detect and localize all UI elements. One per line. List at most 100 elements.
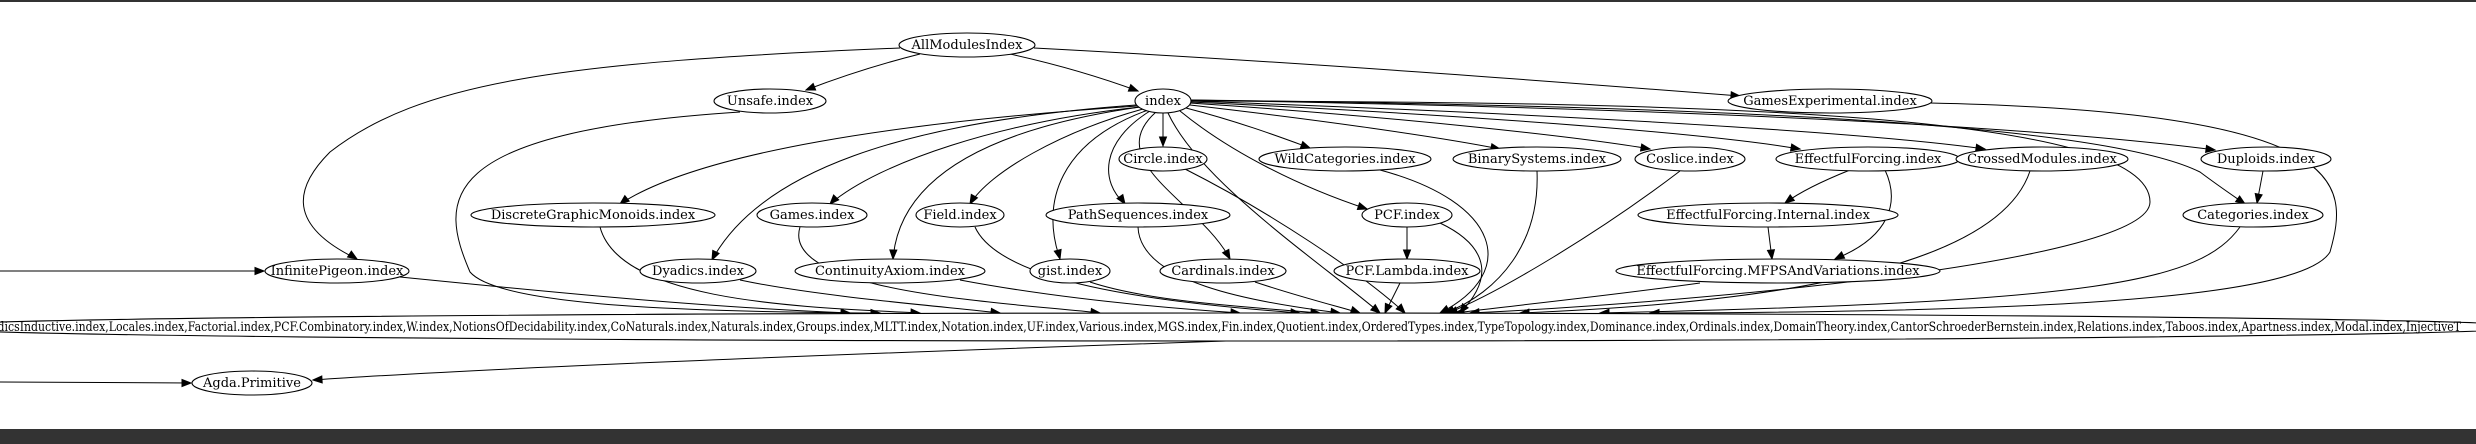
node-label: ContinuityAxiom.index xyxy=(815,264,966,279)
node-effectful-forcing-internal-index[interactable]: EffectfulForcing.Internal.index xyxy=(1637,202,1899,228)
arrowhead xyxy=(829,194,840,206)
edge-pcf-to-pcflambda xyxy=(1402,227,1412,261)
node-agda-primitive[interactable]: Agda.Primitive xyxy=(191,370,313,396)
arrowhead xyxy=(618,194,631,205)
node-cardinals-index[interactable]: Cardinals.index xyxy=(1159,258,1287,284)
node-label: PCF.index xyxy=(1374,208,1440,223)
node-label: Unsafe.index xyxy=(727,94,814,109)
node-label: AllModulesIndex xyxy=(911,38,1024,53)
node-label: InfinitePigeon.index xyxy=(271,264,404,279)
node-crossed-modules-index[interactable]: CrossedModules.index xyxy=(1955,146,2129,172)
node-label: GamesExperimental.index xyxy=(1743,94,1917,109)
node-continuity-axiom-index[interactable]: ContinuityAxiom.index xyxy=(794,258,986,284)
node-label: CrossedModules.index xyxy=(1967,152,2117,167)
edge-index-to-effectful xyxy=(1189,101,1802,152)
edge-index-to-dyadics xyxy=(711,104,1137,262)
arrowhead xyxy=(1395,303,1406,314)
node-aggregated-modules[interactable]: adicsInductive.index,Locales.index,Facto… xyxy=(0,312,2476,342)
edge-index-to-duploids xyxy=(1189,99,2217,153)
node-label: EffectfulForcing.index xyxy=(1795,152,1942,167)
arrowhead xyxy=(804,82,817,91)
arrowhead xyxy=(254,266,266,276)
bottom-bar xyxy=(0,429,2476,444)
node-unsafe-index[interactable]: Unsafe.index xyxy=(713,88,827,114)
node-wild-categories-index[interactable]: WildCategories.index xyxy=(1258,146,1432,172)
edge-index-to-wildcat xyxy=(1185,107,1312,149)
node-label: Dyadics.index xyxy=(652,264,745,279)
arrowhead xyxy=(1116,193,1126,206)
node-binary-systems-index[interactable]: BinarySystems.index xyxy=(1452,146,1622,172)
node-circle-index[interactable]: Circle.index xyxy=(1118,146,1208,172)
node-categories-index[interactable]: Categories.index xyxy=(2182,202,2324,228)
edge-effectful-to-internal xyxy=(1783,169,1851,204)
arrowhead xyxy=(1789,143,1802,152)
node-infinite-pigeon-index[interactable]: InfinitePigeon.index xyxy=(264,258,410,284)
edge-circle-to-big xyxy=(1184,168,1406,314)
node-label: PathSequences.index xyxy=(1068,208,1209,223)
node-label: Categories.index xyxy=(2197,208,2309,223)
edge-crossed-to-big xyxy=(1518,170,2031,317)
arrowhead xyxy=(311,375,323,384)
node-games-experimental-index[interactable]: GamesExperimental.index xyxy=(1727,88,1933,114)
node-label: DiscreteGraphicMonoids.index xyxy=(491,208,696,223)
edge-all-to-gamesexp xyxy=(1033,47,1742,100)
node-label: Games.index xyxy=(770,208,856,223)
arrowhead xyxy=(346,250,359,260)
edge-index-to-big xyxy=(1167,112,1382,314)
node-effectful-forcing-mfps-index[interactable]: EffectfulForcing.MFPSAndVariations.index xyxy=(1615,258,1941,284)
edge-left-to-agda xyxy=(0,378,193,388)
edge-left-to-infinitepigeon xyxy=(0,266,266,276)
edge-index-to-pathseq xyxy=(1108,110,1151,206)
node-coslice-index[interactable]: Coslice.index xyxy=(1634,146,1746,172)
node-label: WildCategories.index xyxy=(1274,152,1416,167)
arrowhead xyxy=(1639,143,1652,152)
edge-index-to-cardinals xyxy=(1138,111,1231,261)
edge-index-to-continuity xyxy=(889,106,1141,261)
module-dependency-graph: AllModulesIndex Unsafe.index index Games… xyxy=(0,32,2476,396)
arrowhead xyxy=(2254,192,2263,205)
node-all-modules-index[interactable]: AllModulesIndex xyxy=(898,32,1036,58)
node-index[interactable]: index xyxy=(1134,88,1192,114)
edge-pcflambda-to-big xyxy=(1384,282,1401,315)
arrowhead xyxy=(2205,144,2217,153)
node-pcf-index[interactable]: PCF.index xyxy=(1361,202,1453,228)
edge-index-to-gist xyxy=(1052,109,1149,261)
node-label: EffectfulForcing.Internal.index xyxy=(1666,208,1870,223)
node-label: Cardinals.index xyxy=(1171,264,1275,279)
node-label: Coslice.index xyxy=(1646,152,1734,167)
arrowhead xyxy=(1384,302,1393,315)
node-path-sequences-index[interactable]: PathSequences.index xyxy=(1045,202,1231,228)
arrowhead xyxy=(1127,83,1140,92)
edge-all-to-index xyxy=(1009,53,1140,92)
node-games-index[interactable]: Games.index xyxy=(756,202,868,228)
arrowhead xyxy=(181,378,193,388)
edge-index-to-field xyxy=(969,108,1144,206)
node-label: EffectfulForcing.MFPSAndVariations.index xyxy=(1636,264,1920,279)
node-field-index[interactable]: Field.index xyxy=(915,202,1005,228)
arrowhead xyxy=(1766,249,1776,261)
edge-big-to-agda xyxy=(311,340,1227,384)
node-gist-index[interactable]: gist.index xyxy=(1029,258,1111,284)
arrowhead xyxy=(1158,136,1168,148)
arrowhead xyxy=(889,249,898,261)
edge-index-to-circle xyxy=(1158,113,1168,148)
edge-index-to-coslice xyxy=(1189,102,1652,152)
arrowhead xyxy=(1356,202,1369,211)
node-effectful-forcing-index[interactable]: EffectfulForcing.index xyxy=(1775,146,1961,172)
edge-binary-to-big xyxy=(1443,170,1538,314)
edge-infinitepigeon-to-big xyxy=(399,276,852,317)
node-label: BinarySystems.index xyxy=(1468,152,1607,167)
node-duploids-index[interactable]: Duploids.index xyxy=(2200,146,2332,172)
node-dyadics-index[interactable]: Dyadics.index xyxy=(639,258,757,284)
node-label: Circle.index xyxy=(1123,152,1203,167)
arrowhead xyxy=(1369,303,1382,314)
node-label: gist.index xyxy=(1038,264,1103,279)
node-pcf-lambda-index[interactable]: PCF.Lambda.index xyxy=(1333,258,1481,284)
arrowhead xyxy=(1053,248,1062,261)
arrowhead xyxy=(1221,248,1231,261)
node-label: index xyxy=(1145,94,1182,109)
arrowhead xyxy=(969,193,979,206)
edge-index-to-discrete xyxy=(618,105,1138,205)
edge-duploids-to-categories xyxy=(2254,170,2264,205)
node-discrete-graphic-monoids-index[interactable]: DiscreteGraphicMonoids.index xyxy=(470,202,716,228)
